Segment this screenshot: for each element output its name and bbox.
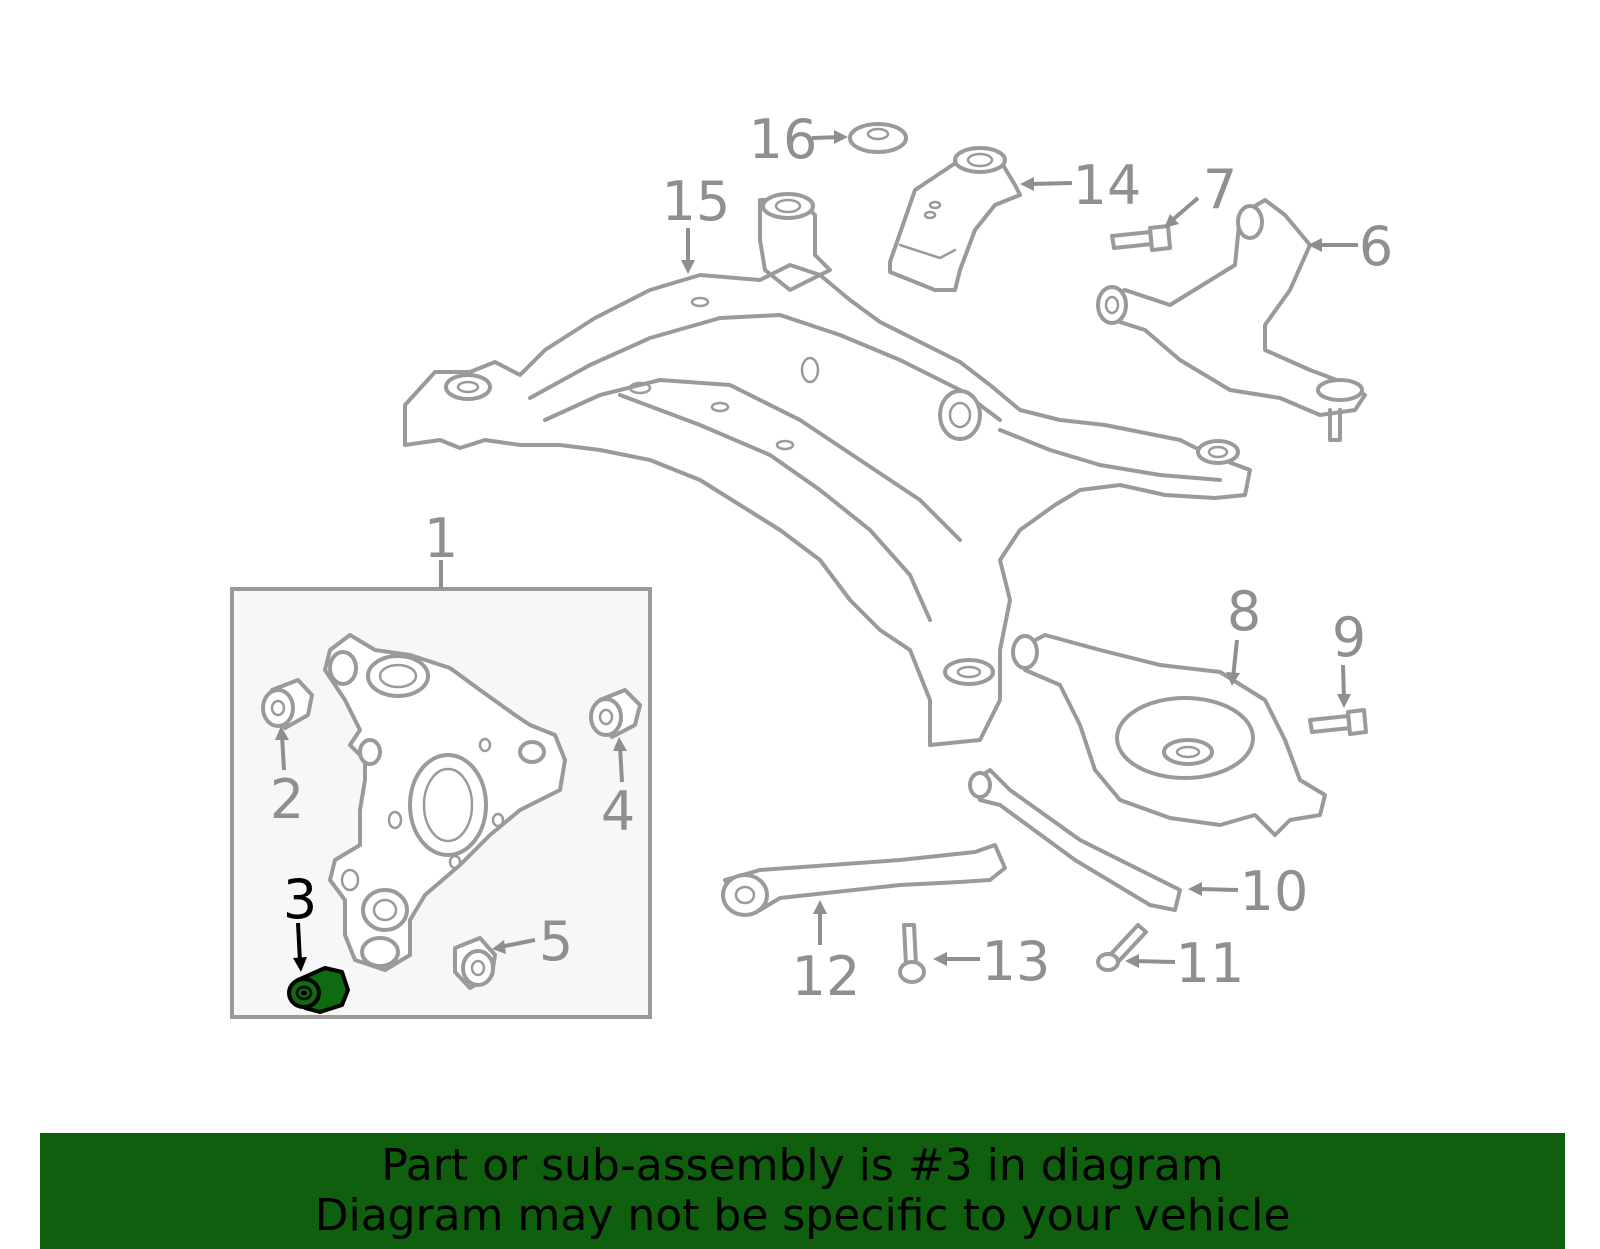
info-banner: Part or sub-assembly is #3 in diagram Di… bbox=[40, 1133, 1565, 1249]
part-5-bushing bbox=[453, 936, 497, 990]
part-13-bolt bbox=[898, 923, 926, 984]
callout-13: 13 bbox=[982, 930, 1051, 993]
part-16-washer bbox=[848, 122, 908, 154]
part-10-link bbox=[968, 768, 1182, 912]
callout-2: 2 bbox=[270, 768, 304, 831]
callout-14: 14 bbox=[1073, 154, 1142, 217]
banner-line-1: Part or sub-assembly is #3 in diagram bbox=[381, 1140, 1224, 1191]
part-11-bolt bbox=[1096, 923, 1148, 972]
rear-subframe bbox=[403, 192, 1252, 747]
part-8-lower-arm bbox=[1011, 633, 1327, 837]
callout-11: 11 bbox=[1176, 932, 1245, 995]
callout-6: 6 bbox=[1359, 215, 1393, 278]
part-1-knuckle bbox=[323, 633, 567, 972]
callout-8: 8 bbox=[1227, 580, 1261, 643]
callout-3: 3 bbox=[283, 868, 317, 931]
callout-12: 12 bbox=[792, 945, 861, 1008]
callout-9: 9 bbox=[1332, 606, 1366, 669]
callout-16: 16 bbox=[749, 108, 818, 171]
callout-5: 5 bbox=[539, 910, 573, 973]
callout-10: 10 bbox=[1240, 860, 1309, 923]
part-9-bolt bbox=[1308, 708, 1368, 736]
callout-1: 1 bbox=[424, 507, 458, 570]
banner-line-2: Diagram may not be specific to your vehi… bbox=[314, 1190, 1291, 1241]
callout-4: 4 bbox=[601, 780, 635, 843]
part-12-link bbox=[721, 843, 1007, 917]
part-14-bracket bbox=[888, 146, 1022, 292]
part-7-bolt bbox=[1110, 224, 1172, 252]
leader-lines bbox=[275, 130, 1358, 972]
part-6-upper-arm bbox=[1096, 198, 1367, 442]
callout-7: 7 bbox=[1203, 158, 1237, 221]
part-4-bushing bbox=[589, 688, 642, 739]
part-3-bushing-highlighted bbox=[287, 966, 350, 1014]
part-2-bushing bbox=[261, 678, 314, 730]
callout-15: 15 bbox=[662, 170, 731, 233]
